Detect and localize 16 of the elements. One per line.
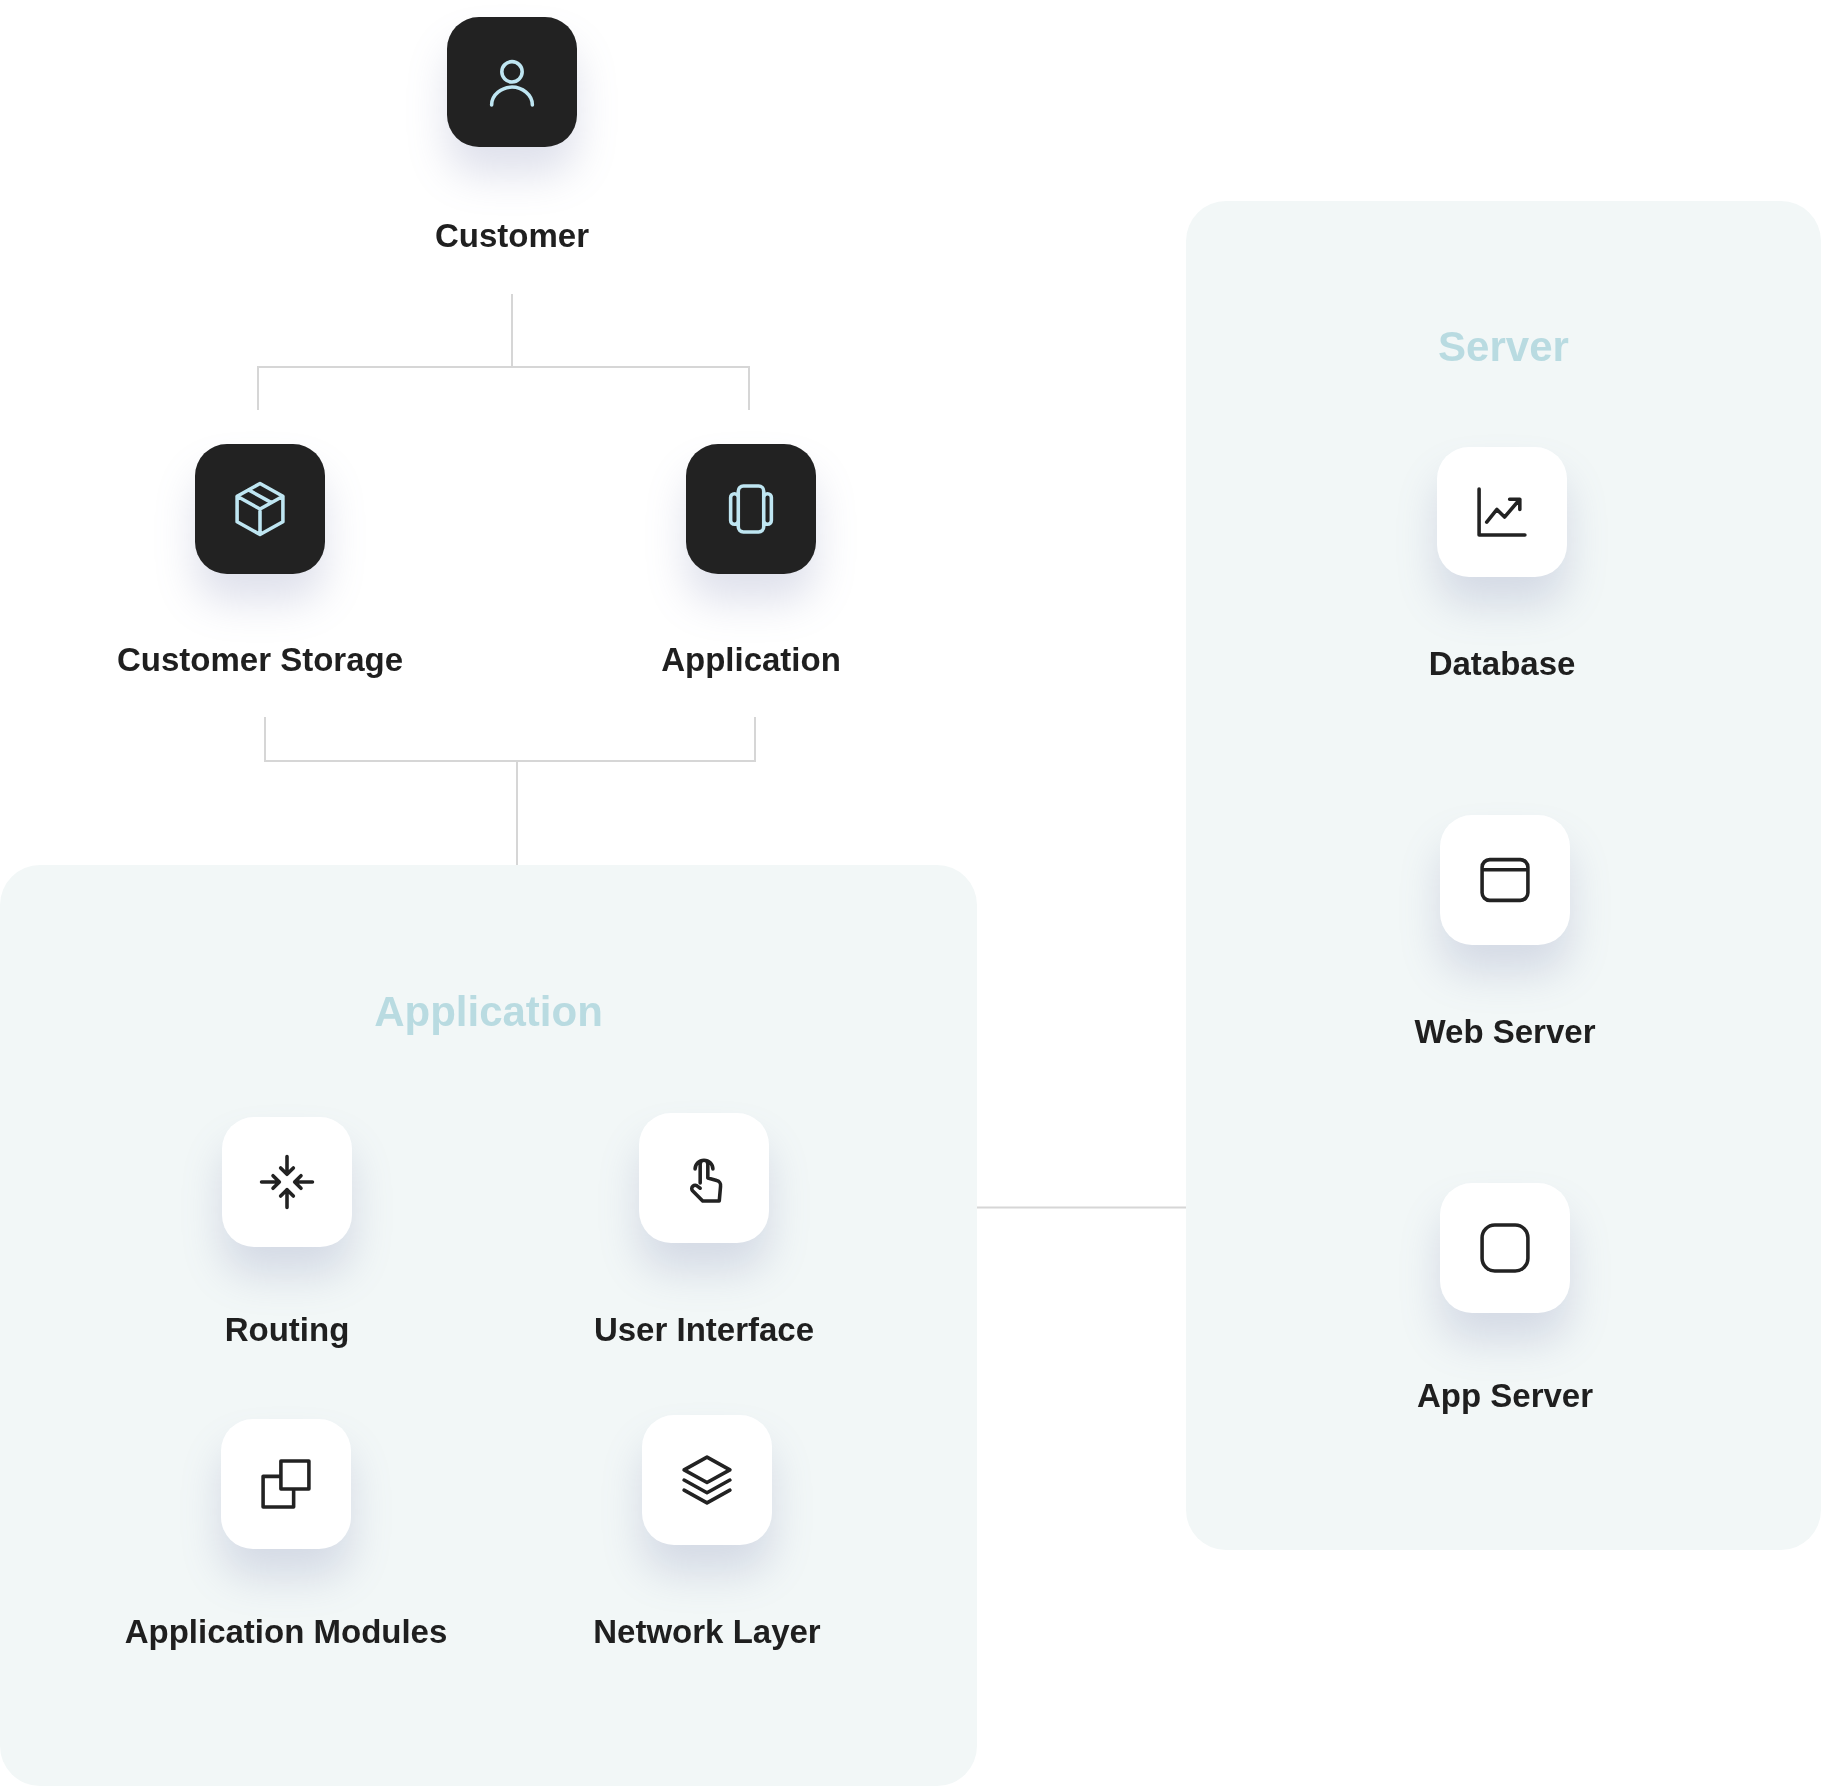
node-label: Customer Storage (116, 640, 404, 680)
connector-line (511, 293, 750, 411)
node-label: Application Modules (124, 1612, 448, 1652)
node-label: Customer (435, 216, 589, 256)
panel-title: Server (1438, 325, 1569, 369)
node-label: Routing (224, 1310, 350, 1350)
panel-title: Application (374, 990, 603, 1034)
node-label: User Interface (593, 1310, 815, 1350)
group-panel (1186, 201, 1821, 1550)
node-label: Application (661, 640, 841, 680)
group-panel (0, 865, 977, 1786)
connector-line (976, 1206, 1187, 1209)
node-label: App Server (1416, 1376, 1594, 1416)
node-label: Database (1428, 644, 1576, 684)
node-label: Network Layer (593, 1612, 821, 1652)
node-label: Web Server (1414, 1012, 1596, 1052)
